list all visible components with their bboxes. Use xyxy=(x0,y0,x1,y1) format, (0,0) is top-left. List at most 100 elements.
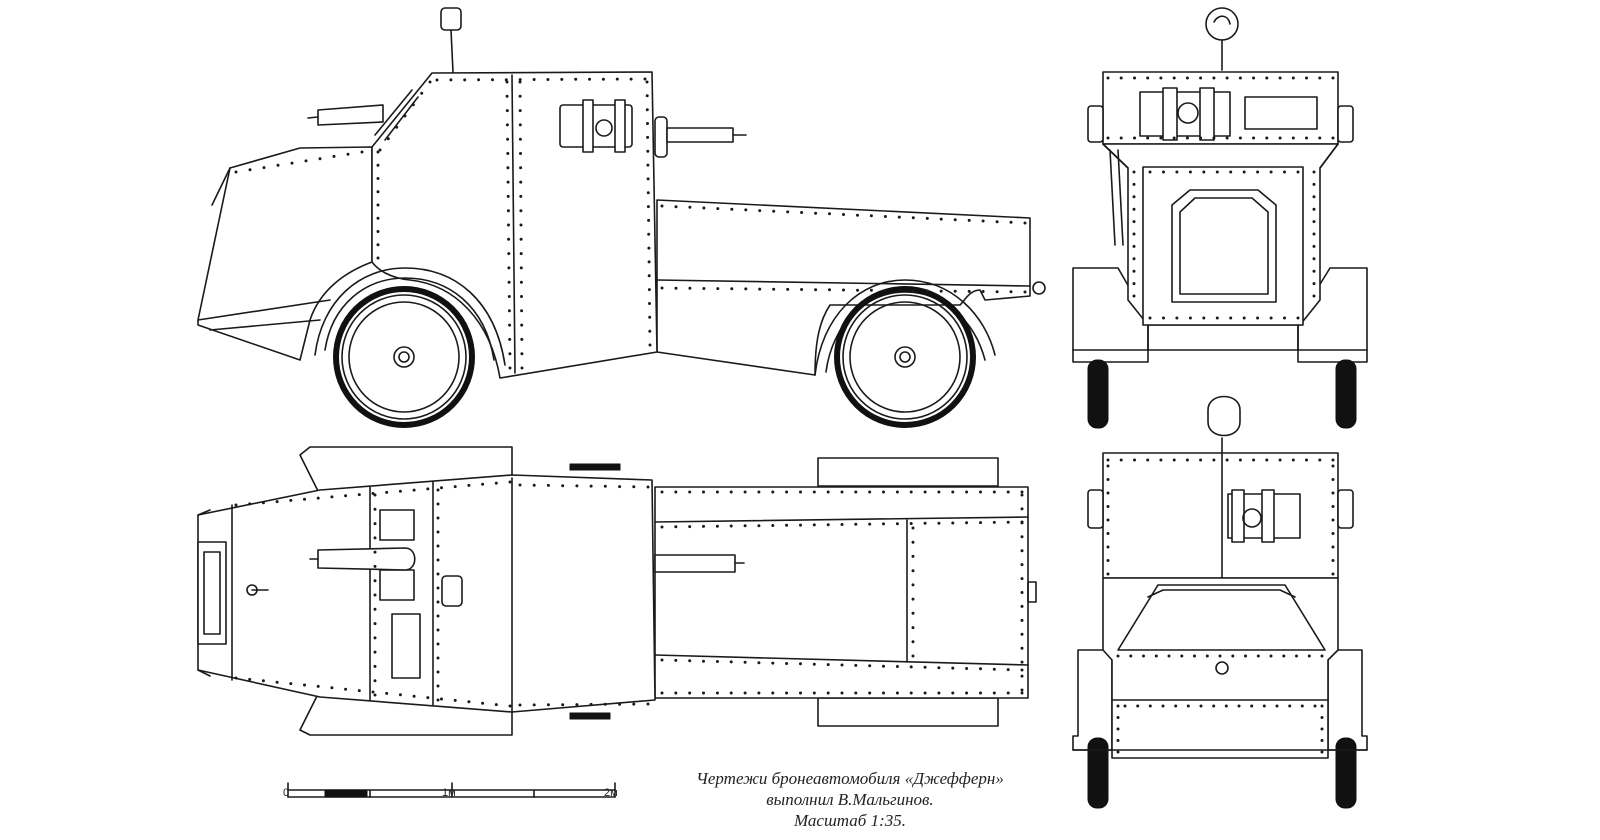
rivet xyxy=(360,150,364,154)
rivet xyxy=(1256,316,1260,320)
rivet xyxy=(1132,220,1136,224)
rivet xyxy=(1202,170,1206,174)
rivet xyxy=(1331,505,1335,508)
rivet xyxy=(330,495,334,499)
rivet xyxy=(519,194,523,198)
rivet xyxy=(520,337,524,341)
rivet xyxy=(1174,704,1178,708)
rivet xyxy=(1106,458,1110,462)
rivet xyxy=(1320,739,1324,742)
rivet xyxy=(1185,458,1189,462)
rivet xyxy=(799,691,802,695)
rivet xyxy=(373,622,377,626)
rivet xyxy=(744,208,748,212)
drawing-caption: Чертежи бронеавтомобиля «Джефферн» выпол… xyxy=(640,768,1060,831)
rivet xyxy=(1244,654,1247,658)
rivet xyxy=(289,682,293,686)
rivet xyxy=(467,483,471,487)
rivet xyxy=(951,691,955,695)
rivet xyxy=(398,693,402,697)
rivet xyxy=(411,103,415,107)
rivet xyxy=(520,323,524,327)
rivet xyxy=(1106,76,1110,80)
rivet xyxy=(771,490,775,494)
rivet xyxy=(965,521,969,525)
rivet xyxy=(1136,704,1140,708)
rivet xyxy=(1283,170,1286,174)
rivet xyxy=(344,687,348,691)
rivet xyxy=(532,483,536,487)
rivet xyxy=(911,540,915,544)
rivet xyxy=(505,123,509,127)
rivet xyxy=(378,148,382,152)
rivet xyxy=(371,690,375,694)
rivet xyxy=(785,523,789,527)
rivet xyxy=(436,558,440,562)
rivet xyxy=(965,490,969,494)
rivet xyxy=(1312,294,1316,298)
rivet xyxy=(436,600,440,604)
rivet xyxy=(507,280,511,284)
rivet xyxy=(1305,458,1308,462)
rivet xyxy=(332,154,336,158)
rivet xyxy=(518,80,522,84)
rivet xyxy=(840,490,844,494)
rivet xyxy=(376,163,380,167)
rivet xyxy=(1106,545,1110,549)
rivet xyxy=(1132,257,1136,261)
rivet xyxy=(1193,654,1196,658)
rivet xyxy=(385,490,389,494)
rivet xyxy=(1132,244,1136,248)
rivet xyxy=(1199,76,1203,80)
rivet xyxy=(1291,76,1295,80)
rivet xyxy=(1212,458,1216,462)
rivet xyxy=(883,289,887,292)
rivet xyxy=(688,525,692,529)
rivet xyxy=(398,489,402,493)
rivet xyxy=(507,252,511,256)
rivet xyxy=(618,485,622,489)
rivet xyxy=(911,654,915,658)
rivet xyxy=(1023,221,1027,225)
rivet xyxy=(248,502,252,506)
rivet xyxy=(648,315,652,319)
rivet xyxy=(1199,704,1203,708)
top-rear-box xyxy=(654,486,1029,699)
rivet xyxy=(467,700,471,704)
rivet xyxy=(1215,170,1219,174)
rivet xyxy=(1132,182,1136,186)
rivet xyxy=(1132,195,1136,199)
front-tyre-left xyxy=(1087,359,1109,429)
rivet xyxy=(376,203,380,207)
caption-line-3: Масштаб 1:35. xyxy=(794,811,906,830)
rivet xyxy=(276,163,280,167)
rivet xyxy=(1265,458,1269,462)
rivet xyxy=(992,667,996,671)
side-rear-wheel xyxy=(834,286,976,428)
top-turret-gun xyxy=(317,547,416,571)
rivet xyxy=(1238,458,1242,462)
rivet xyxy=(1312,170,1316,174)
rivet xyxy=(1119,76,1123,80)
rivet xyxy=(1331,545,1335,549)
rivet xyxy=(290,161,294,165)
rivet xyxy=(505,109,509,113)
rivet xyxy=(428,80,432,84)
rivet xyxy=(436,684,440,688)
rivet xyxy=(660,658,664,662)
rivet xyxy=(1252,76,1256,80)
rivet xyxy=(757,524,761,528)
rivet xyxy=(1185,136,1189,140)
rivet xyxy=(646,205,650,209)
rivet xyxy=(1305,76,1308,80)
rivet xyxy=(897,289,901,293)
rivet xyxy=(743,490,747,494)
side-front-wheel xyxy=(333,286,475,428)
rivet xyxy=(647,218,651,222)
rivet xyxy=(1278,458,1282,462)
rivet xyxy=(729,660,733,664)
rear-tyre-right xyxy=(1335,737,1357,809)
rivet xyxy=(477,78,481,82)
rivet xyxy=(895,522,899,526)
rivet xyxy=(505,80,509,84)
